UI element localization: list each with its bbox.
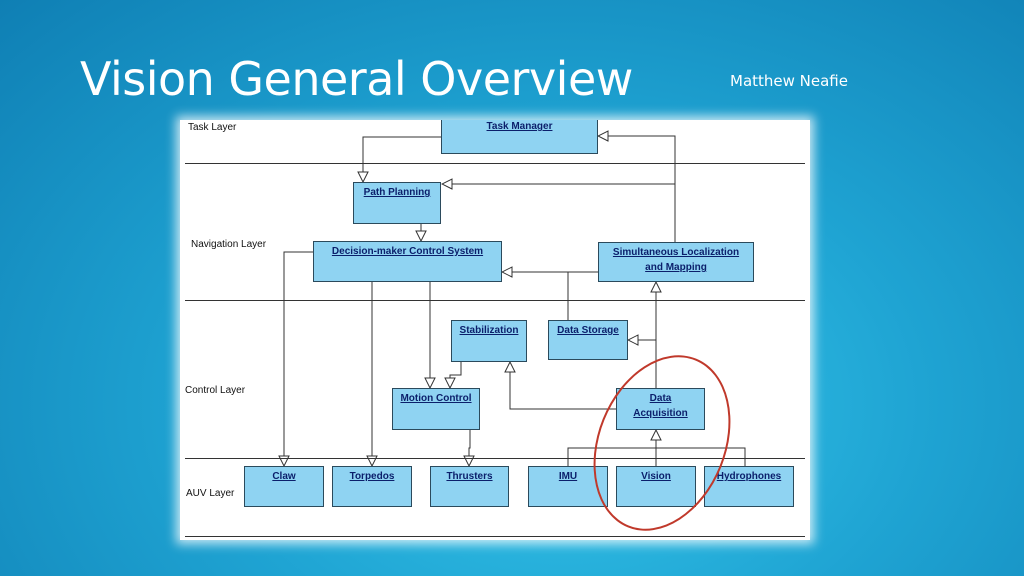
decision-maker-box: Decision-maker Control System [313, 241, 502, 282]
decision-maker-label: Decision-maker Control System [331, 246, 484, 257]
layer-divider [185, 300, 805, 301]
architecture-diagram: Task Layer Navigation Layer Control Laye… [180, 120, 810, 540]
slam-label-line2: and Mapping [645, 262, 707, 273]
control-layer-label: Control Layer [185, 385, 246, 396]
torpedos-box: Torpedos [332, 466, 412, 507]
data-acquisition-label-line2: Acquisition [633, 408, 688, 419]
stabilization-box: Stabilization [451, 320, 527, 362]
slide-title: Vision General Overview [80, 52, 633, 106]
path-planning-label: Path Planning [363, 187, 431, 198]
motion-control-box: Motion Control [392, 388, 480, 430]
task-layer-label: Task Layer [188, 122, 237, 133]
slam-box: Simultaneous Localization and Mapping [598, 242, 754, 282]
hydrophones-label: Hydrophones [716, 471, 782, 482]
claw-box: Claw [244, 466, 324, 507]
task-manager-label: Task Manager [486, 121, 553, 132]
vision-label: Vision [641, 471, 671, 482]
layer-divider [185, 536, 805, 537]
layer-divider [185, 458, 805, 459]
diagram-connectors [180, 120, 746, 540]
layer-divider [185, 163, 805, 164]
slam-label-line1: Simultaneous Localization [612, 247, 740, 258]
torpedos-label: Torpedos [349, 471, 395, 482]
stabilization-label: Stabilization [459, 325, 519, 336]
imu-box: IMU [528, 466, 608, 507]
hydrophones-box: Hydrophones [704, 466, 794, 507]
motion-control-label: Motion Control [400, 393, 472, 404]
path-planning-box: Path Planning [353, 182, 441, 224]
navigation-layer-label: Navigation Layer [191, 239, 267, 250]
author-name: Matthew Neafie [730, 72, 848, 90]
data-acquisition-label-line1: Data [649, 393, 672, 404]
data-storage-box: Data Storage [548, 320, 628, 360]
data-storage-label: Data Storage [557, 325, 619, 336]
imu-label: IMU [558, 471, 578, 482]
thrusters-label: Thrusters [446, 471, 493, 482]
thrusters-box: Thrusters [430, 466, 509, 507]
task-manager-box: Task Manager [441, 120, 598, 154]
vision-box: Vision [616, 466, 696, 507]
claw-label: Claw [272, 471, 296, 482]
auv-layer-label: AUV Layer [186, 488, 235, 499]
data-acquisition-box: Data Acquisition [616, 388, 705, 430]
